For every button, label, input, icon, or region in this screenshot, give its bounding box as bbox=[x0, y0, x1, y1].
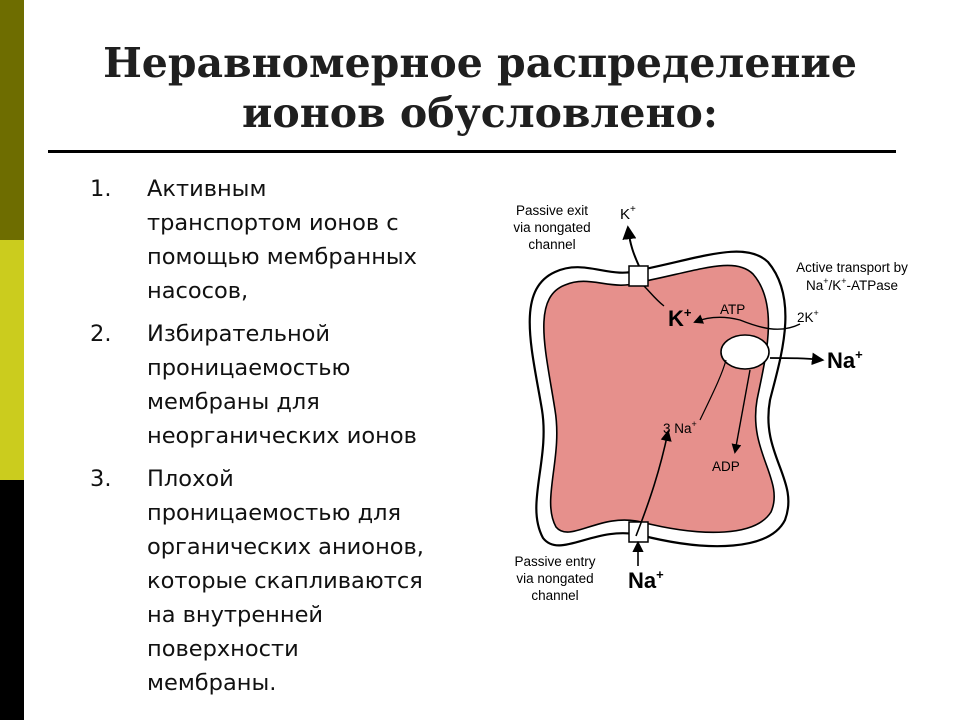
list-item-line: неорганических ионов bbox=[147, 423, 417, 449]
list-item-number: 3. bbox=[90, 466, 112, 492]
list-item-line: которые скапливаются bbox=[147, 568, 423, 594]
na-out-label: Na+ bbox=[827, 347, 863, 373]
na-bottom-label: Na+ bbox=[628, 567, 664, 593]
accent-stripe-top bbox=[0, 0, 24, 240]
list-item-line: Активным bbox=[147, 176, 267, 202]
atpase-label: Na+/K+-ATPase bbox=[806, 276, 898, 293]
passive-exit-label-line: via nongated bbox=[513, 220, 590, 235]
passive-exit-channel bbox=[628, 265, 649, 287]
accent-stripe-bottom bbox=[0, 480, 24, 720]
adp-label: ADP bbox=[712, 459, 740, 474]
list-item-line: на внутренней bbox=[147, 602, 324, 628]
two-k-in-arrow bbox=[693, 314, 801, 330]
slide-title-line-2: ионов обусловлено: bbox=[241, 89, 718, 137]
list-item: 2. Избирательной проницаемостью мембраны… bbox=[90, 317, 470, 453]
passive-entry-label-line: via nongated bbox=[516, 571, 593, 586]
k-out-label: K+ bbox=[620, 204, 636, 223]
active-transport-label: Active transport by bbox=[796, 260, 908, 275]
title-divider bbox=[48, 150, 896, 153]
ion-transport-diagram: Passive exit via nongated channel K+ Act… bbox=[513, 203, 908, 603]
na-to-pump-arrow bbox=[699, 359, 727, 421]
k-inside-label: K+ bbox=[668, 305, 692, 331]
slide-title: Неравномерное распределение ионов обусло… bbox=[60, 38, 900, 138]
three-na-label: 3 Na+ bbox=[663, 419, 697, 436]
na-in-arrow bbox=[635, 429, 672, 537]
passive-exit-label-line: Passive exit bbox=[516, 203, 588, 218]
atp-to-adp-arrow bbox=[731, 369, 751, 454]
list-item-line: мембраны для bbox=[147, 389, 320, 415]
list-item-line: транспортом ионов с bbox=[147, 210, 399, 236]
list-item-number: 2. bbox=[90, 321, 112, 347]
list-item-line: насосов, bbox=[147, 278, 249, 304]
passive-entry-label-line: Passive entry bbox=[514, 554, 595, 569]
list-item-line: проницаемостью для bbox=[147, 500, 402, 526]
list-item-line: Плохой bbox=[147, 466, 234, 492]
numbered-list: 1. Активным транспортом ионов с помощью … bbox=[90, 172, 470, 709]
passive-exit-label-line: channel bbox=[528, 237, 575, 252]
list-item-line: органических анионов, bbox=[147, 534, 424, 560]
list-item: 1. Активным транспортом ионов с помощью … bbox=[90, 172, 470, 308]
k-to-channel-arrow bbox=[643, 285, 665, 307]
accent-stripe-middle bbox=[0, 240, 24, 480]
list-item-number: 1. bbox=[90, 176, 112, 202]
list-item-line: поверхности bbox=[147, 636, 299, 662]
list-item-line: помощью мембранных bbox=[147, 244, 417, 270]
two-k-label: 2K+ bbox=[797, 308, 819, 325]
passive-entry-label-line: channel bbox=[531, 588, 578, 603]
slide-title-line-1: Неравномерное распределение bbox=[103, 39, 857, 87]
list-item-line: Избирательной bbox=[147, 321, 331, 347]
list-item: 3. Плохой проницаемостью для органически… bbox=[90, 462, 470, 700]
atp-label: ATP bbox=[720, 302, 745, 317]
passive-entry-channel bbox=[628, 521, 649, 543]
na-out-arrow bbox=[769, 352, 825, 366]
k-exit-arrow bbox=[622, 225, 640, 267]
na-k-atpase-pump bbox=[720, 334, 770, 370]
list-item-line: мембраны. bbox=[147, 670, 277, 696]
list-item-line: проницаемостью bbox=[147, 355, 351, 381]
